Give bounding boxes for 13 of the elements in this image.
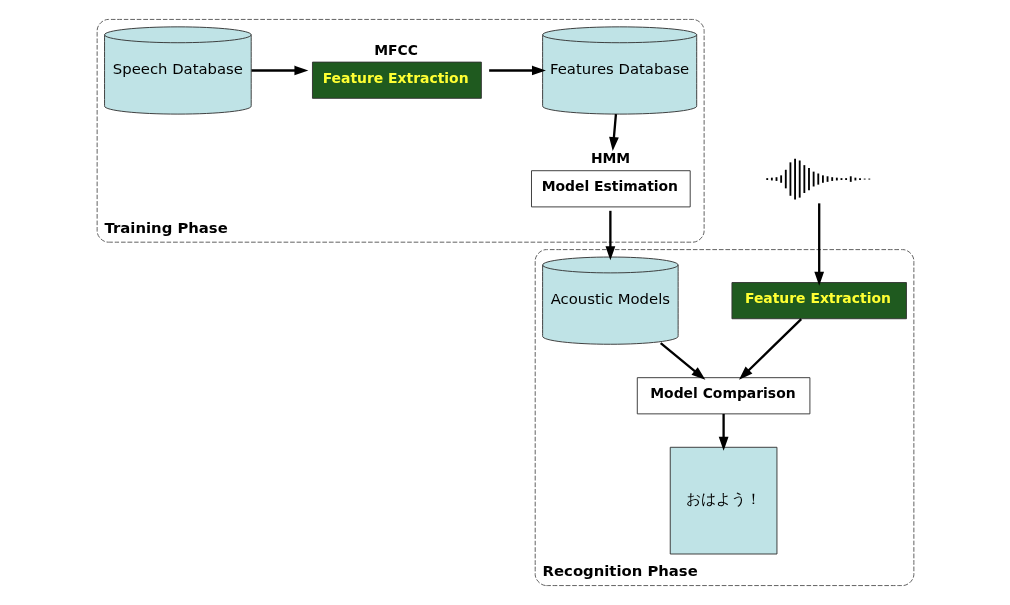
arrow	[718, 413, 728, 451]
node-box: Model Comparison	[636, 377, 810, 415]
arrow	[488, 65, 546, 76]
arrow	[738, 318, 802, 380]
arrow	[605, 210, 615, 261]
arrow	[659, 342, 705, 380]
arrow	[250, 65, 308, 76]
node-box: Feature Extraction	[731, 282, 907, 320]
node-label: MFCC	[373, 41, 418, 58]
arrow	[813, 203, 824, 286]
node-box: おはよう！	[669, 446, 777, 555]
arrow	[608, 114, 619, 151]
node-label: HMM	[590, 150, 630, 167]
